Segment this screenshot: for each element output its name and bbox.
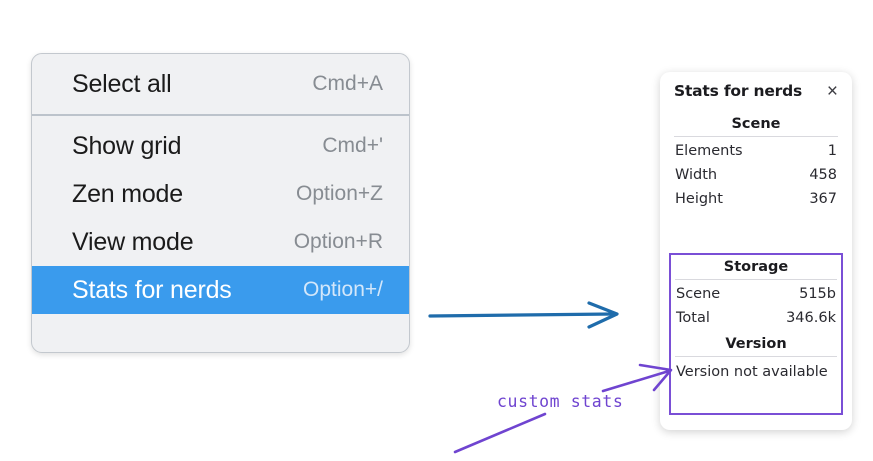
menu-item-label: Stats for nerds	[72, 275, 232, 304]
menu-item-label: View mode	[72, 227, 194, 256]
stat-value: 1	[827, 143, 837, 159]
custom-stats-content: Storage Scene 515b Total 346.6k Version …	[669, 253, 843, 385]
purple-underline-stroke	[453, 412, 547, 454]
context-menu-group-2: Show grid Cmd+' Zen mode Option+Z View m…	[32, 116, 409, 320]
menu-item-stats-for-nerds[interactable]: Stats for nerds Option+/	[32, 266, 409, 314]
menu-item-shortcut: Option+/	[303, 278, 383, 301]
annotation-label-custom-stats: custom stats	[497, 392, 624, 411]
stat-key: Total	[676, 310, 710, 327]
stat-row: Elements 1	[670, 139, 842, 163]
stat-row: Width 458	[670, 163, 842, 187]
stat-key: Height	[675, 191, 723, 208]
section-divider	[675, 356, 837, 358]
stats-panel-header: Stats for nerds ×	[670, 72, 842, 110]
stat-key: Scene	[676, 286, 721, 302]
menu-item-show-grid[interactable]: Show grid Cmd+'	[32, 122, 409, 170]
menu-item-shortcut: Option+Z	[296, 182, 383, 205]
stat-value: 515b	[799, 286, 836, 302]
stat-row: Height 367	[670, 187, 842, 211]
menu-item-label: Select all	[72, 69, 172, 98]
section-heading: Storage	[723, 259, 789, 275]
section-heading: Version	[725, 336, 787, 353]
version-value: Version not available	[676, 364, 828, 381]
context-menu-group-1: Select all Cmd+A	[32, 54, 409, 114]
panel-title: Stats for nerds	[674, 82, 803, 100]
menu-item-label: Zen mode	[72, 179, 183, 208]
menu-separator	[32, 114, 409, 116]
stats-section-scene: Scene Elements 1 Width 458 Height 367	[670, 110, 842, 211]
stat-key: Width	[675, 167, 718, 184]
menu-item-shortcut: Cmd+'	[322, 134, 383, 157]
blue-arrow-to-panel	[428, 301, 619, 329]
menu-item-select-all[interactable]: Select all Cmd+A	[32, 60, 409, 108]
stat-value: 367	[809, 191, 837, 208]
menu-item-label: Show grid	[72, 131, 182, 160]
menu-item-view-mode[interactable]: View mode Option+R	[32, 218, 409, 266]
section-divider	[675, 279, 837, 280]
stats-section-version: Version Version not available	[671, 330, 841, 385]
close-icon[interactable]: ×	[826, 80, 838, 102]
stat-row: Total 346.6k	[671, 306, 841, 330]
menu-item-shortcut: Cmd+A	[312, 72, 383, 95]
context-menu[interactable]: Select all Cmd+A Show grid Cmd+' Zen mod…	[31, 53, 410, 353]
stat-row: Scene 515b	[671, 282, 841, 306]
menu-item-zen-mode[interactable]: Zen mode Option+Z	[32, 170, 409, 218]
stats-for-nerds-panel[interactable]: Stats for nerds × Scene Elements 1 Width…	[660, 72, 852, 430]
stat-value: 346.6k	[786, 310, 836, 327]
menu-item-shortcut: Option+R	[293, 230, 383, 253]
section-divider	[674, 136, 838, 137]
stats-section-storage: Storage Scene 515b Total 346.6k	[671, 253, 841, 330]
section-heading: Scene	[731, 116, 781, 132]
stat-key: Elements	[675, 143, 743, 159]
stat-value: 458	[809, 167, 837, 184]
